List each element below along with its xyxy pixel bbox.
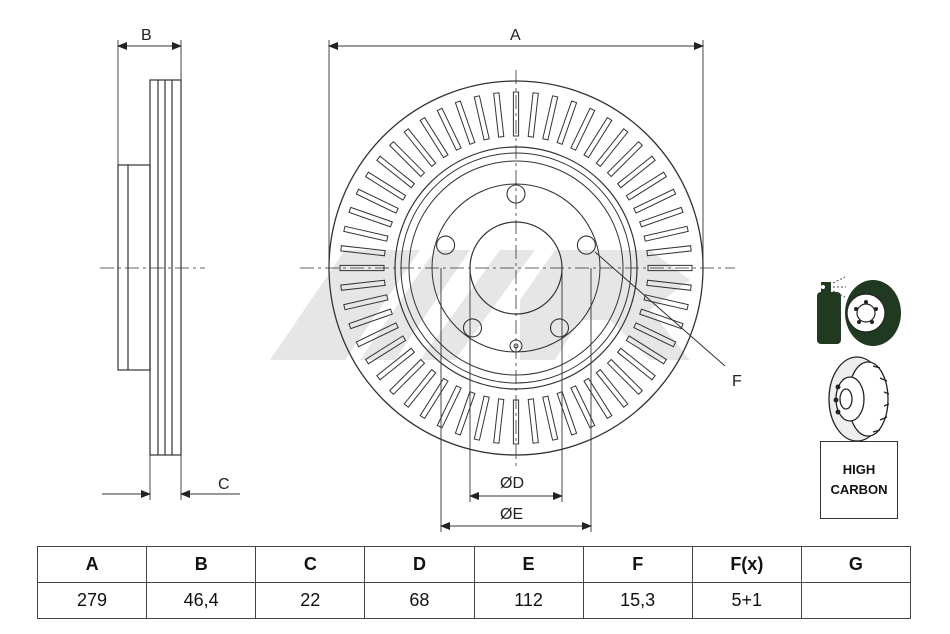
watermark-logo [270,250,690,360]
cooling-vent [512,399,520,445]
header-cell-e: E [473,546,584,583]
cooling-vent [633,188,677,214]
brake-disc-technical-drawing: B C A ØD ØE F [100,27,901,532]
vented-disc-icon [828,356,890,442]
cooling-vent [646,245,692,257]
cooling-vent [625,335,668,365]
bolt-hole [549,318,570,338]
cooling-vent [436,385,462,429]
cooling-vent [542,395,559,441]
value-cell-a: 279 [36,582,148,619]
bolt-hole [462,318,483,338]
cooling-vent [473,95,490,141]
value-cell-g [800,582,912,619]
header-cell-d: D [364,546,475,583]
cooling-vent [343,294,389,311]
dimension-label-e: ØE [500,506,523,523]
high-carbon-badge: HIGH CARBON [820,441,898,519]
value-cell-f: 15,3 [582,582,693,619]
value-cell-e: 112 [473,582,584,619]
cooling-vent [556,100,578,145]
cooling-vent [583,377,613,420]
dimension-label-a: A [510,27,521,44]
cooling-vent [364,171,407,201]
value-cell-c: 22 [255,582,366,619]
header-cell-fx: F(x) [691,546,802,583]
cooling-vent [643,294,689,311]
value-cell-fx: 5+1 [691,582,802,619]
table-value-row: 279 46,4 22 68 112 15,3 5+1 [36,582,912,619]
cooling-vent [403,368,437,408]
cooling-vent [647,264,693,272]
dimensions-table: A B C D E F F(x) G 279 46,4 22 68 112 15… [36,546,912,619]
cooling-vent [403,128,437,168]
cooling-vent [436,107,462,151]
cooling-vent [643,225,689,242]
dimension-label-b: B [141,27,152,44]
bolt-hole [436,235,456,255]
high-carbon-line-2: CARBON [830,482,888,497]
header-cell-c: C [255,546,366,583]
cooling-vent [419,377,449,420]
cooling-vent [595,368,629,408]
cooling-vent [570,107,596,151]
header-cell-g: G [800,546,912,583]
header-cell-f: F [582,546,693,583]
cooling-vent [473,395,490,441]
dimension-label-c: C [218,476,230,493]
dimension-label-f: F [732,373,742,390]
cooling-vent [376,155,416,189]
cooling-vent [454,391,476,436]
cooling-vent [512,91,520,137]
cooling-vent [616,155,656,189]
value-cell-b: 46,4 [146,582,257,619]
disc-front-view [300,40,735,532]
cooling-vent [639,206,684,228]
cooling-vent [616,347,656,381]
cooling-vent [527,398,539,444]
dimension-label-d: ØD [500,475,524,492]
cooling-vent [633,322,677,348]
cooling-vent [595,128,629,168]
cooling-vent [419,116,449,159]
cooling-vent [556,391,578,436]
disc-side-view [100,40,240,500]
cooling-vent [639,308,684,330]
cooling-vent [606,358,644,396]
cooling-vent [340,279,386,291]
high-carbon-line-1: HIGH [842,462,876,477]
cooling-vent [625,171,668,201]
value-cell-d: 68 [364,582,475,619]
cooling-vent [348,206,393,228]
paint-spray-icon [817,276,846,344]
cooling-vent [388,358,426,396]
cooling-vent [343,225,389,242]
cooling-vents [339,91,693,445]
cooling-vent [355,188,399,214]
cooling-vent [340,245,386,257]
cooling-vent [355,322,399,348]
cooling-vent [542,95,559,141]
cooling-vent [339,264,385,272]
cooling-vent [493,92,505,138]
table-header-row: A B C D E F F(x) G [36,546,912,583]
cooling-vent [348,308,393,330]
cooling-vent [493,398,505,444]
cooling-vent [606,140,644,178]
header-cell-b: B [146,546,257,583]
bolt-hole [576,235,596,255]
cooling-vent [646,279,692,291]
coated-disc-icon [845,280,901,346]
header-cell-a: A [36,546,148,583]
cooling-vent [388,140,426,178]
cooling-vent [570,385,596,429]
cooling-vent [376,347,416,381]
cooling-vent [364,335,407,365]
cooling-vent [527,92,539,138]
cooling-vent [454,100,476,145]
cooling-vent [583,116,613,159]
